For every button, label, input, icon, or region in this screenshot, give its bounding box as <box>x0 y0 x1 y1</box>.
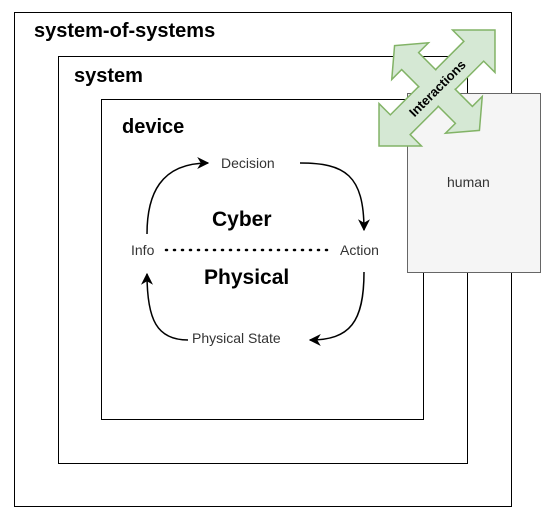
system-label: system <box>74 65 143 87</box>
physical-state-label: Physical State <box>192 330 281 346</box>
cyber-label: Cyber <box>212 208 272 231</box>
human-label: human <box>447 174 490 190</box>
device-label: device <box>122 116 185 138</box>
decision-to-action-arrow <box>299 162 370 232</box>
physical-state-to-info-arrow <box>141 272 189 341</box>
device-box <box>101 99 424 420</box>
physical-label: Physical <box>204 266 290 289</box>
info-to-decision-arrow <box>146 157 210 235</box>
system-of-systems-label: system-of-systems <box>34 20 216 42</box>
decision-label: Decision <box>221 155 275 171</box>
action-to-physical-state-arrow <box>308 271 365 346</box>
info-label: Info <box>131 242 155 258</box>
action-label: Action <box>340 242 379 258</box>
